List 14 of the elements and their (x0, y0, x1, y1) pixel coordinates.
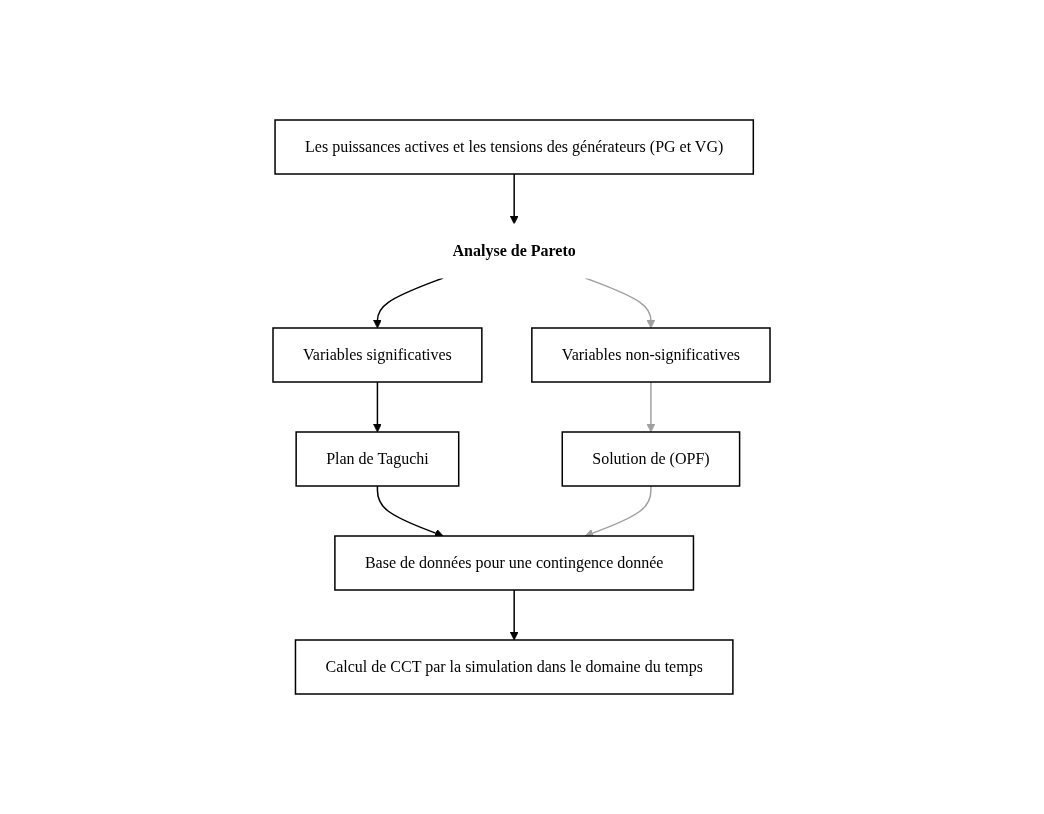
node-box: Les puissances actives et les tensions des générateurs (PG et VG) (274, 119, 755, 175)
arrow (377, 485, 445, 538)
node-box: Calcul de CCT par la simulation dans le domaine du temps (295, 639, 735, 695)
node-box: Variables significatives (272, 327, 484, 383)
node-box: Solution de (OPF) (562, 431, 741, 487)
node-text: Analyse de Pareto (453, 242, 577, 259)
arrow (585, 485, 653, 538)
node-box: Base de données pour une contingence donnée (334, 535, 695, 591)
node-box: Plan de Taguchi (295, 431, 460, 487)
node-box: Variables non-significatives (531, 327, 772, 383)
arrow (510, 173, 520, 225)
arrow (647, 381, 656, 433)
arrow (510, 589, 520, 641)
arrow (373, 381, 383, 433)
